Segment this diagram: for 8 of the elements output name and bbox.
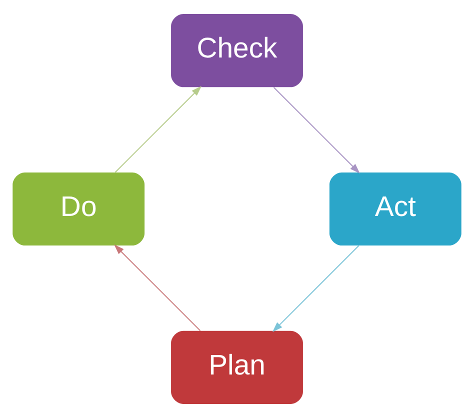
- node-box: Plan: [171, 330, 303, 404]
- node-box: Check: [171, 14, 303, 88]
- arrow: [273, 86, 360, 174]
- node-box: Act: [329, 172, 462, 246]
- node-box: Do: [12, 172, 145, 246]
- arrow: [272, 245, 360, 332]
- arrow: [114, 244, 201, 332]
- arrow: [114, 86, 202, 173]
